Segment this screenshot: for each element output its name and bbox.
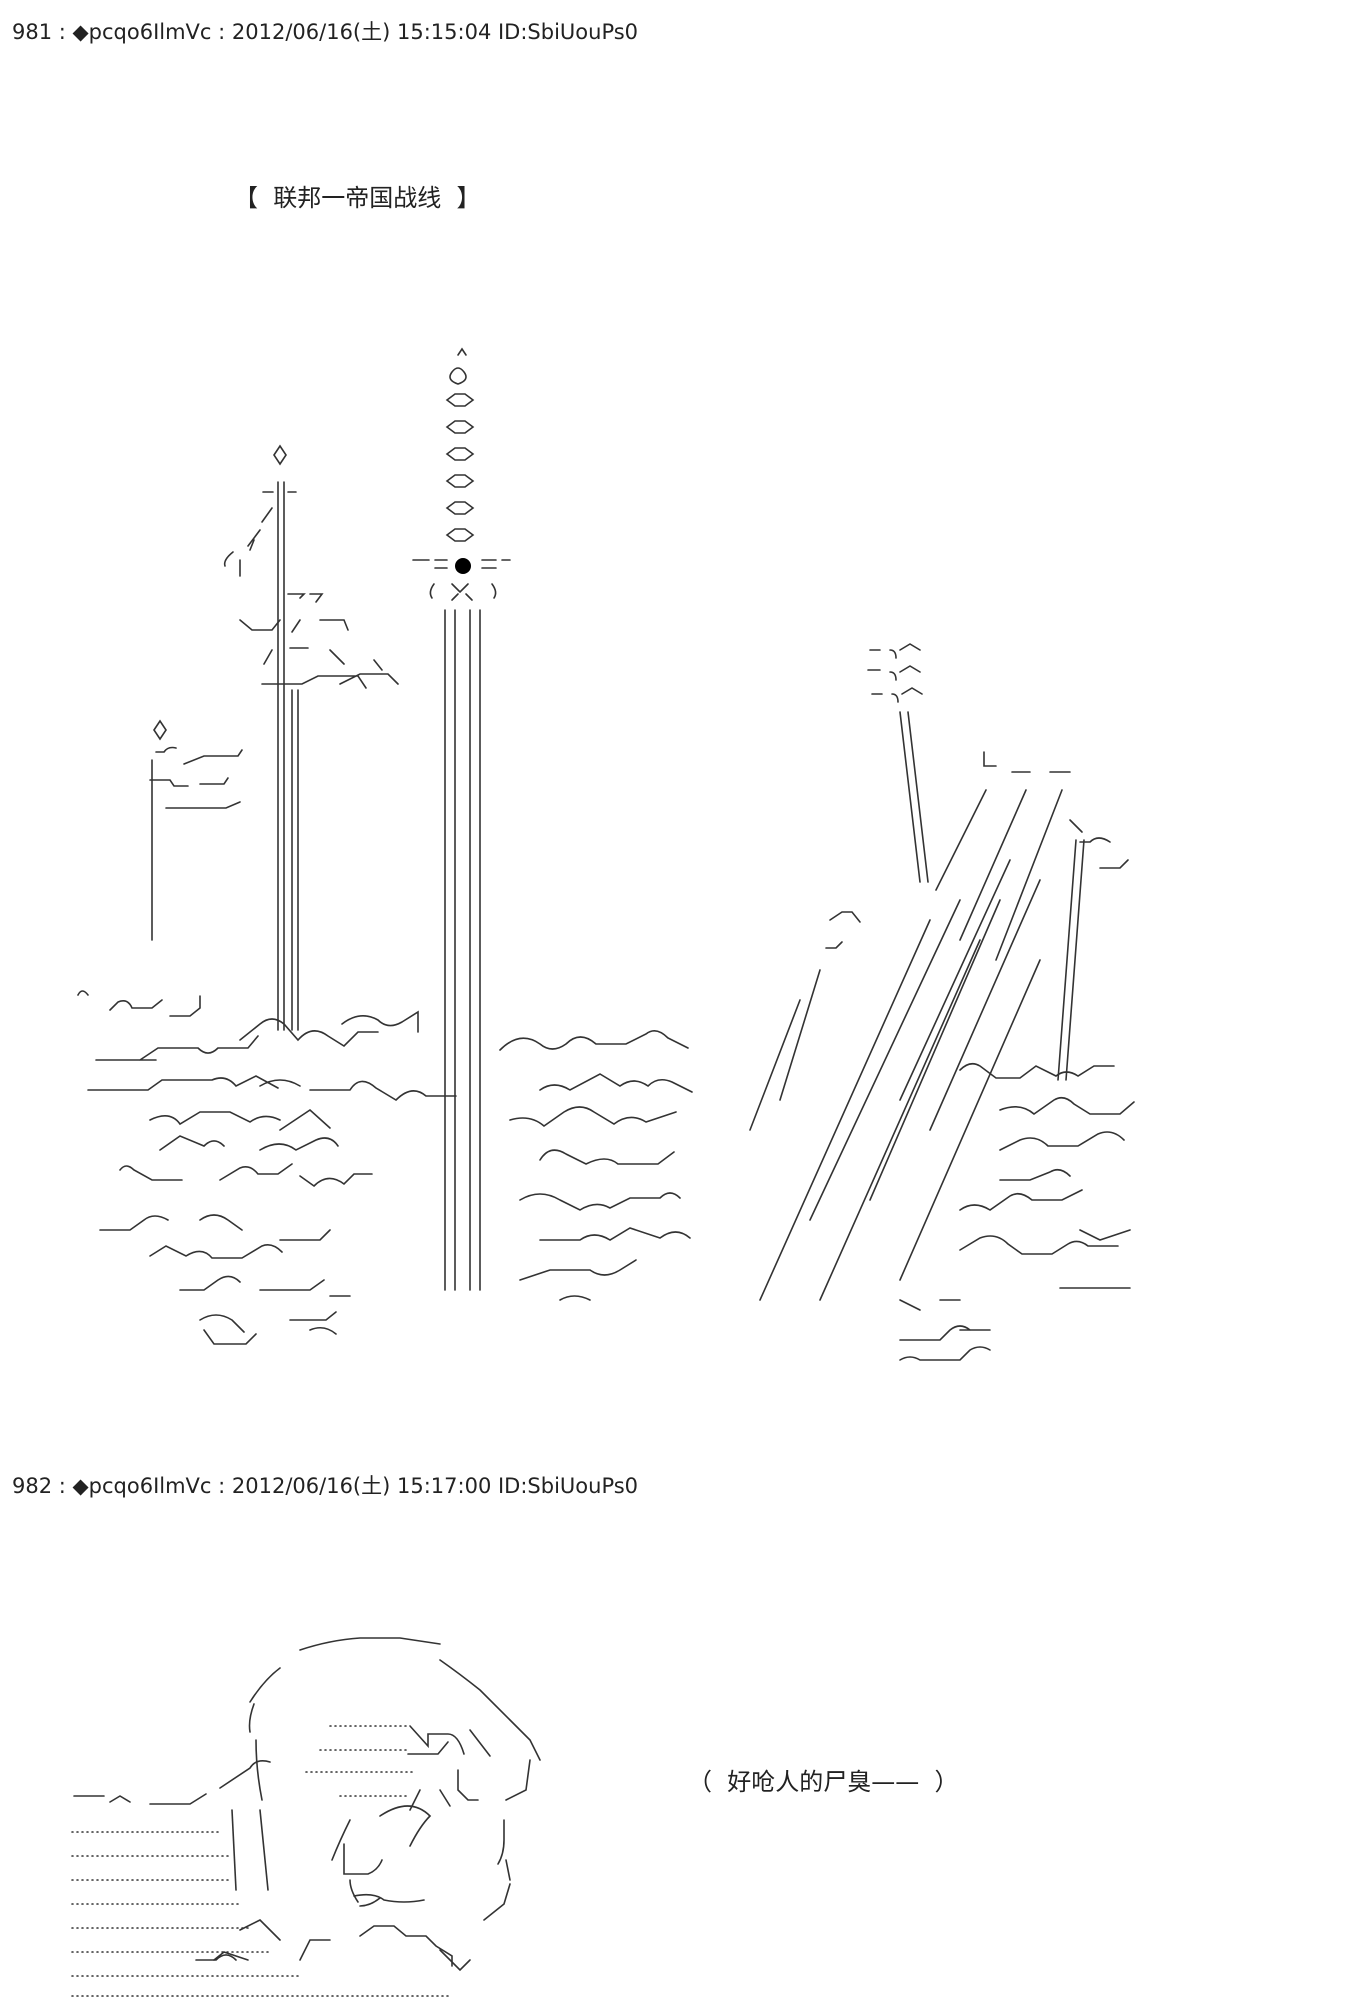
post-header-981: 981 : ◆pcqo6IlmVc : 2012/06/16(土) 15:15:…: [12, 20, 639, 44]
battle-crowd-drawing: [77, 990, 1135, 1361]
soldier-shoulder-drawing: [71, 1760, 453, 1997]
post-header-982: 982 : ◆pcqo6IlmVc : 2012/06/16(土) 15:17:…: [12, 1474, 639, 1498]
central-tower-drawing: [412, 347, 511, 1291]
battlefield-ascii-art: [77, 347, 1135, 1361]
left-small-banner-drawing: [149, 719, 243, 941]
post-caption-981: 【 联邦一帝国战线 】: [234, 184, 481, 212]
post-caption-982: （ 好呛人的尸臭—— ）: [688, 1768, 959, 1796]
soldier-helmet-drawing: [248, 1637, 541, 1811]
right-spears-drawing: [749, 643, 1129, 1301]
soldier-gasmask-drawing: [331, 1805, 511, 1972]
left-banner-drawing: [223, 444, 399, 1031]
